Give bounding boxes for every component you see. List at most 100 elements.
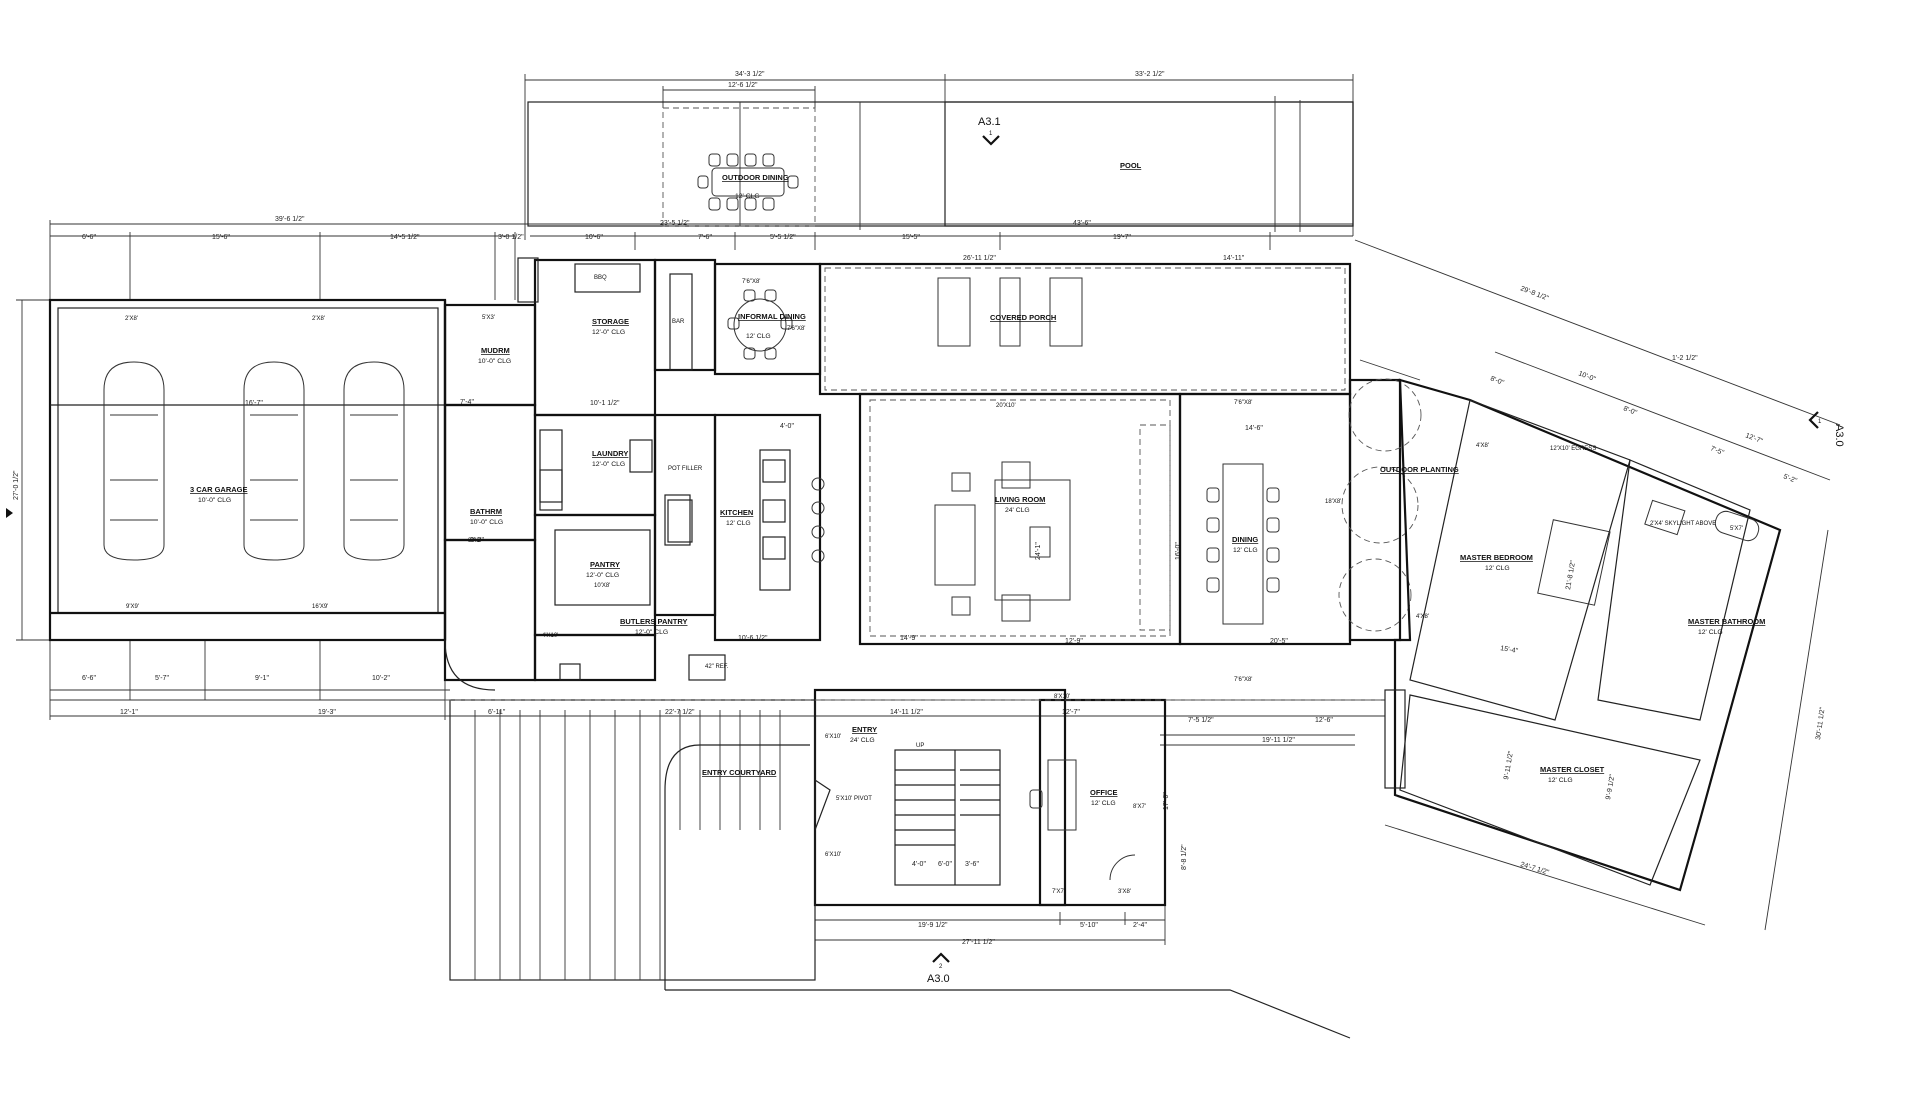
dim-mudrm-w: 7'-4" [460, 399, 474, 406]
room-sub-outdoor-dining: 12' CLG [735, 193, 760, 200]
dim-kitchen-top: 4'-0" [780, 423, 794, 430]
room-sub-informal-dining: 12' CLG [746, 333, 771, 340]
room-name-pool: POOL [1120, 161, 1142, 170]
dim-row2-a: 10'-6" [585, 234, 603, 241]
room-sub-master-bedroom: 12' CLG [1485, 565, 1510, 572]
room-sub-entry: 24' CLG [850, 737, 875, 744]
bottom-dashed [445, 689, 1406, 789]
dim-stair-b: 6'-0" [938, 861, 952, 868]
room-labels: OUTDOOR DINING 12' CLG POOL INFORMAL DIN… [190, 161, 1765, 807]
room-name-dining: DINING [1232, 535, 1258, 544]
tag-living-top: 20'X10' [996, 403, 1016, 409]
dim-row2-b: 23'-5 1/2" [660, 220, 690, 227]
dim-master-seg5: 7'-5" [1709, 445, 1725, 457]
room-sub-office: 12' CLG [1091, 800, 1116, 807]
dim-entry-w2: 27'-11 1/2" [962, 939, 995, 946]
dim-master-bed-d: 21'-8 1/2" [1565, 560, 1577, 591]
dim-dining-w: 20'-5" [1270, 638, 1288, 645]
dim-stair-c: 3'-6" [965, 861, 979, 868]
dim-entry-w1: 19'-9 1/2" [918, 922, 948, 929]
dim-bottom-h: 12'-6" [1315, 717, 1333, 724]
dimension-lines [16, 74, 1841, 945]
dim-bottom-a: 12'-1" [120, 709, 138, 716]
dim-bottom-e: 14'-11 1/2" [890, 709, 923, 716]
dim-entry-w3: 5'-10" [1080, 922, 1098, 929]
dim-row2-f: 43'-6" [1073, 220, 1091, 227]
tag-dining-top: 7'6"X8' [1234, 400, 1252, 406]
dim-bottom-b: 19'-3" [318, 709, 336, 716]
opening-tags: 2'X8' 2'X8' 5'X3' 9'X9' 16'X9' 10'X8' 4'… [125, 275, 1743, 895]
dim-closet-d2: 9'-9 1/2" [1605, 773, 1616, 800]
room-sub-butlers-pantry: 12'-0" CLG [635, 629, 668, 636]
dim-porch-right: 14'-11" [1223, 255, 1245, 262]
dim-garage-b4: 10'-2" [372, 675, 390, 682]
dim-master-seg7: 5'-2" [1782, 473, 1798, 485]
tag-ref: 42" REF. [705, 664, 729, 670]
room-name-storage: STORAGE [592, 317, 629, 326]
dim-garage-seg2: 15'-6" [212, 234, 230, 241]
tag-entry-pivot: 5'X10' PIVOT [836, 796, 872, 802]
dim-bottom-c: 6'-11" [488, 709, 506, 716]
section-marker-top: A3.1 1 [978, 116, 1001, 146]
room-sub-master-closet: 12' CLG [1548, 777, 1573, 784]
room-sub-master-bathroom: 12' CLG [1698, 629, 1723, 636]
tag-garage-bottom1: 9'X9' [126, 604, 139, 610]
room-name-laundry: LAUNDRY [592, 449, 628, 458]
covered-porch [818, 262, 1352, 396]
tag-garage-bottom2: 16'X9' [312, 604, 328, 610]
dim-living-d: 24'-1" [1035, 542, 1042, 560]
dim-master-top: 29'-8 1/2" [1519, 285, 1550, 302]
dim-right-height: 30'-11 1/2" [1815, 706, 1827, 740]
room-sub-bathrm: 10'-0" CLG [470, 519, 503, 526]
outdoor-dining-table [697, 153, 799, 211]
dim-bottom-i: 19'-11 1/2" [1262, 737, 1295, 744]
dim-dining-b: 16'-0" [1175, 542, 1182, 560]
dim-top-mid: 34'-3 1/2" [735, 71, 765, 78]
pool-area [527, 96, 1354, 232]
dim-top-left-overall: 39'-6 1/2" [275, 216, 305, 223]
tag-pantry-door: 10'X8' [594, 583, 610, 589]
tag-dining-bottom: 7'6"X8' [1234, 677, 1252, 683]
room-sub-kitchen: 12' CLG [726, 520, 751, 527]
section-bottom-label: A3.0 [927, 973, 950, 985]
dim-garage-mid: 16'-7" [245, 400, 263, 407]
dim-bottom-g: 7'-5 1/2" [1188, 717, 1214, 724]
left-arrow-marker [6, 508, 13, 518]
dim-closet-d: 9'-11 1/2" [1503, 750, 1515, 780]
room-name-butlers-pantry: BUTLERS PANTRY [620, 617, 688, 626]
section-top-label: A3.1 [978, 116, 1001, 128]
tag-tub: 5'X7' [1730, 526, 1743, 532]
garage-walls [48, 298, 447, 642]
tag-bar: BAR [672, 319, 685, 325]
room-name-living-room: LIVING ROOM [995, 495, 1045, 504]
tag-entry-side2: 6'X10' [825, 852, 841, 858]
section-bottom-num: 2 [939, 964, 943, 970]
room-name-master-bathroom: MASTER BATHROOM [1688, 617, 1765, 626]
room-name-outdoor-dining: OUTDOOR DINING [722, 173, 789, 182]
room-sub-pantry: 12'-0" CLG [586, 572, 619, 579]
tag-informal-win: 7'6"X8' [742, 279, 760, 285]
room-name-master-closet: MASTER CLOSET [1540, 765, 1605, 774]
tag-office-door: 8'X10' [1054, 694, 1070, 700]
tag-office-bottom2: 3'X8' [1118, 889, 1131, 895]
dim-entry-w4: 2'-4" [1133, 922, 1147, 929]
tag-master-win2: 4'X8' [1416, 614, 1429, 620]
tag-master-egress: 12'X10' EGRESS [1550, 446, 1596, 452]
dim-garage-seg3: 14'-5 1/2" [390, 234, 420, 241]
living-room [858, 392, 1182, 646]
dim-stair-a: 4'-0" [912, 861, 926, 868]
dim-garage-seg4: 3'-0 1/2" [498, 234, 524, 241]
tag-bbq: BBQ [594, 275, 607, 281]
room-name-covered-porch: COVERED PORCH [990, 313, 1056, 322]
room-name-entry-courtyard: ENTRY COURTYARD [702, 768, 777, 777]
dim-row2-g: 19'-7" [1113, 234, 1131, 241]
tag-garage-door2: 2'X8' [312, 316, 325, 322]
dim-master-bath-w: 15'-4" [1500, 645, 1519, 655]
tag-garage-door1: 2'X8' [125, 316, 138, 322]
car-3 [343, 361, 405, 561]
room-name-mudrm: MUDRM [481, 346, 510, 355]
dim-master-seg1: 8'-0" [1489, 375, 1505, 387]
outdoor-planting [1338, 378, 1422, 642]
dim-master-seg2: 10'-0" [1577, 370, 1597, 383]
dim-master-seg6: 12'-7" [1744, 432, 1764, 445]
